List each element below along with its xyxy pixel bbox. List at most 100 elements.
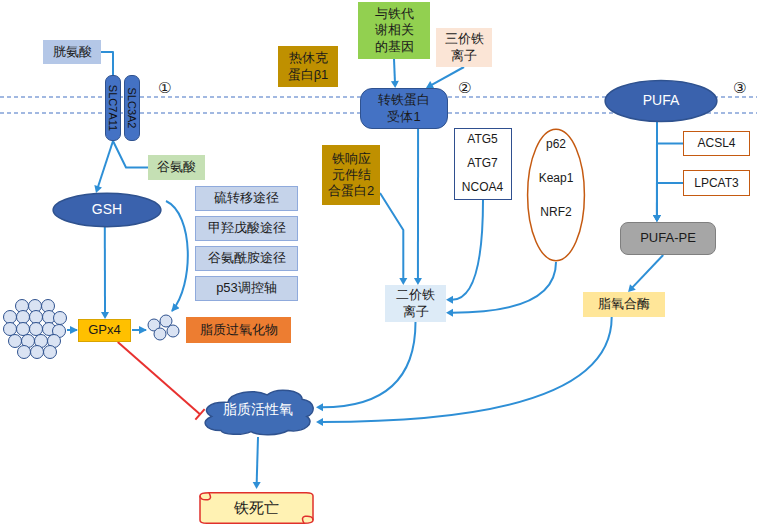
node-text: PUFA: [643, 92, 680, 110]
connector-line: [104, 227, 106, 313]
arrow-head: [414, 278, 422, 285]
arrow-head: [446, 296, 453, 304]
metabolite-ellipse: GSH: [52, 193, 162, 227]
arrow-head: [94, 185, 102, 193]
product-box: 脂质过氧化物: [186, 317, 291, 343]
vesicle: [44, 346, 57, 359]
vesicle: [30, 311, 43, 324]
connector-line: [393, 59, 396, 82]
node-text: GPx4: [88, 322, 121, 338]
substrate-box: 胱氨酸: [43, 40, 101, 64]
connector: [94, 141, 113, 193]
node-text: ATG7: [467, 156, 497, 171]
node-text: 谷氨酰胺途径: [208, 250, 286, 266]
connector-line: [118, 342, 200, 414]
arrow-head: [391, 81, 399, 88]
node-text: GSH: [92, 201, 122, 219]
vesicle: [31, 346, 44, 359]
connector: [380, 193, 407, 285]
pathway-step: p62: [527, 136, 585, 152]
arrow-head: [316, 403, 323, 411]
node-text: 硫转移途径: [214, 190, 279, 206]
outcome-scroll: 铁死亡: [200, 489, 313, 527]
lipid-box: PUFA-PE: [620, 222, 716, 255]
node-text: 与铁代 谢相关 的基因: [371, 6, 417, 55]
arrow-head: [653, 215, 661, 222]
ellipse-outline: [53, 193, 161, 226]
arrow-head: [399, 278, 407, 285]
connector-line: [113, 141, 148, 168]
connector: [316, 317, 612, 426]
flow-arrow: [132, 329, 146, 331]
arrow-head: [316, 418, 323, 426]
connector: [446, 262, 556, 317]
connector-line: [632, 255, 663, 288]
connector-line: [98, 141, 113, 187]
arrow-head: [628, 284, 636, 292]
enzyme-box: 脂氧合酶: [583, 292, 665, 317]
bracket-arrow: [166, 201, 188, 311]
connector: [316, 322, 416, 411]
connector: [653, 183, 683, 222]
node-text: p62: [546, 137, 566, 152]
lipid-ellipse: PUFA: [604, 80, 718, 122]
ion-box: 二价铁 离子: [385, 285, 446, 322]
connector: [101, 227, 109, 319]
arrow-head: [446, 309, 453, 317]
arrow-head: [101, 312, 109, 319]
transporter-subunit: SLC7A11: [105, 75, 121, 141]
connector: [101, 52, 113, 75]
node-text: ACSL4: [697, 136, 735, 151]
pathway-step: NCOA4: [455, 180, 510, 195]
regulator-box: 铁响应 元件结 合蛋白2: [322, 145, 380, 205]
ellipse-outline: [605, 80, 717, 121]
node-text: SLC3A2: [126, 88, 138, 129]
enzyme-box: ACSL4: [683, 131, 750, 156]
transporter-subunit: SLC3A2: [124, 75, 140, 141]
callout-number: ①: [158, 79, 171, 97]
vesicle: [54, 312, 67, 325]
vesicle: [9, 335, 22, 348]
vesicle: [17, 323, 30, 336]
enzyme-box: GPx4: [78, 319, 131, 342]
node-text: PUFA-PE: [640, 230, 696, 246]
cloud-outline: [205, 390, 313, 434]
node-text: 铁死亡: [234, 499, 279, 518]
scroll-outline: [200, 493, 313, 523]
arrow-head: [253, 482, 261, 489]
node-text: 脂质过氧化物: [200, 322, 278, 338]
connector-line: [257, 437, 258, 483]
ion-box: 三价铁 离子: [436, 28, 492, 67]
pathway-step: Keap1: [527, 170, 585, 186]
callout-number: ②: [458, 79, 471, 97]
pathway-frame: ATG5ATG7NCOA4: [454, 128, 512, 200]
vesicle: [30, 323, 43, 336]
pathway-step: NRF2: [527, 204, 585, 220]
node-text: SLC7A11: [107, 85, 119, 131]
pathway-step: ATG7: [455, 156, 510, 171]
callout-number: ③: [733, 79, 746, 97]
node-text: ATG5: [467, 132, 497, 147]
node-text: 脂氧合酶: [598, 296, 650, 312]
arrow-head: [653, 215, 661, 222]
flow-arrow: [67, 329, 77, 331]
vesicle-cluster: [148, 315, 179, 340]
ellipse-outline: [528, 129, 585, 260]
vesicle: [17, 311, 30, 324]
gene-box: 与铁代 谢相关 的基因: [358, 2, 430, 59]
connector: [391, 59, 399, 88]
connector-line: [322, 317, 612, 422]
pathway-step: ATG5: [455, 132, 510, 147]
node-text: 铁响应 元件结 合蛋白2: [326, 151, 376, 200]
pathway-box: 谷氨酰胺途径: [195, 246, 298, 271]
node-text: 二价铁 离子: [392, 287, 439, 320]
connector-line: [417, 129, 419, 279]
node-text: 谷氨酸: [157, 159, 196, 175]
connector: [414, 129, 422, 285]
pathway-ellipse: p62Keap1NRF2: [527, 128, 585, 262]
node-text: Keap1: [539, 171, 574, 186]
node-text: NCOA4: [462, 180, 503, 195]
node-text: p53调控轴: [216, 280, 277, 296]
inhibition-bar: [195, 409, 204, 420]
regulator-box: 热休克 蛋白β1: [278, 46, 338, 87]
